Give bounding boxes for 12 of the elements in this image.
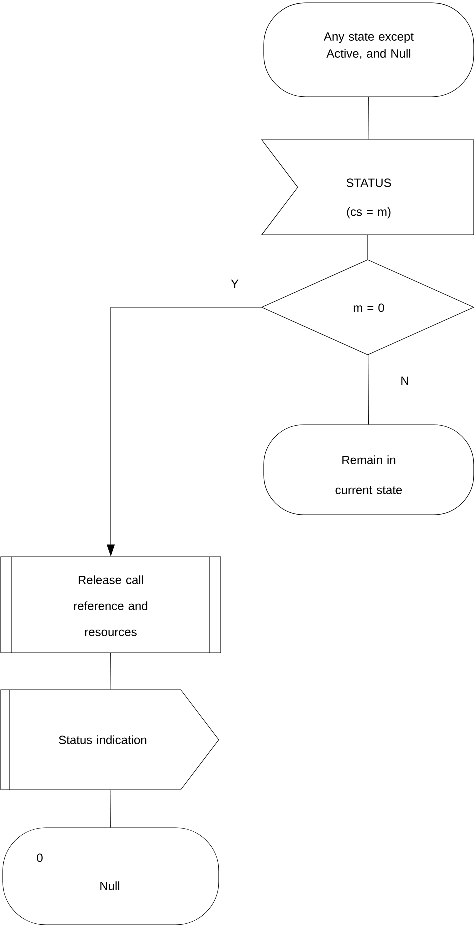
connector: [368, 97, 369, 140]
state-box: Remain in current state: [264, 424, 474, 516]
edge-label: Y: [230, 278, 240, 290]
input-signal-box: STATUS (cs = m): [261, 140, 474, 236]
state-box: Any state except Active, and Null: [264, 2, 474, 98]
output-signal-box: Status indication: [0, 690, 220, 790]
connector: [110, 653, 111, 690]
procedure-box: Release call reference and resources: [0, 556, 222, 654]
state-box: 0 Null: [2, 828, 220, 926]
connector: [368, 355, 370, 425]
edge-label: N: [400, 376, 410, 386]
connector: [110, 790, 111, 828]
